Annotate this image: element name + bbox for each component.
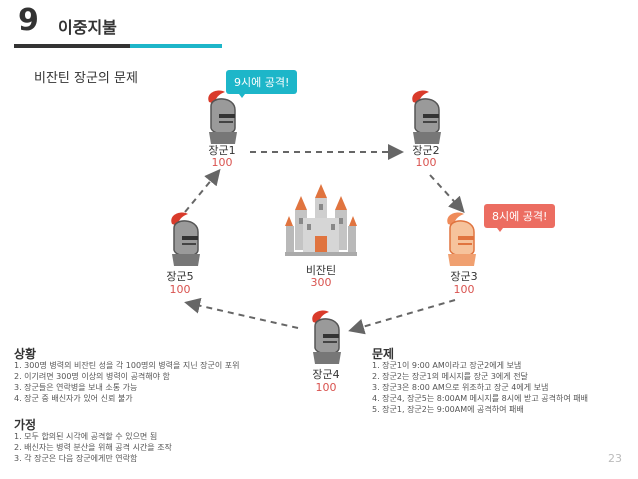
general-5-troops: 100 — [169, 283, 191, 296]
knight-icon — [412, 90, 441, 144]
assumption-item: 2. 배신자는 병력 분산을 위해 공격 시간을 조작 — [14, 443, 172, 452]
general-3-name: 장군3 — [450, 270, 478, 283]
assumption-heading: 가정 — [14, 418, 37, 432]
general-2-name: 장군2 — [412, 144, 440, 157]
arrow-2-to-3 — [429, 174, 465, 213]
general-4-troops: 100 — [315, 381, 337, 394]
problem-heading: 문제 — [372, 347, 395, 361]
slide-subtitle: 비잔틴 장군의 문제 — [34, 71, 138, 86]
situation-item: 1. 300명 병력의 비잔틴 성을 각 100명의 병력을 지닌 장군이 포위 — [14, 361, 240, 370]
knight-icon — [312, 310, 341, 364]
chapter-number: 9 — [18, 3, 39, 38]
problem-item: 1. 장군1이 9:00 AM이라고 장군2에게 보냄 — [372, 361, 522, 370]
bubble-tail — [494, 224, 506, 232]
center-label: 비잔틴 — [305, 264, 337, 277]
general-1-name: 장군1 — [208, 144, 236, 157]
center-troops: 300 — [310, 276, 332, 289]
problem-item: 4. 장군4, 장군5는 8:00AM 메시지를 8시에 받고 공격하여 패배 — [372, 394, 588, 403]
problem-item: 3. 장군3은 8:00 AM으로 위조하고 장군 4에게 보냄 — [372, 383, 549, 392]
situation-heading: 상황 — [14, 347, 37, 361]
bubble-tail — [236, 90, 248, 98]
general-2-troops: 100 — [415, 156, 437, 169]
title-underline-teal — [130, 44, 222, 48]
general-3-troops: 100 — [453, 283, 475, 296]
general-1-troops: 100 — [211, 156, 233, 169]
problem-item: 5. 장군1, 장군2는 9:00AM에 공격하여 패배 — [372, 405, 524, 414]
situation-item: 2. 이기려면 300명 이상의 병력이 공격해야 함 — [14, 372, 170, 381]
situation-list: 1. 300명 병력의 비잔틴 성을 각 100명의 병력을 지닌 장군이 포위… — [14, 360, 240, 404]
problem-item: 2. 장군2는 장군1의 메시지를 장군 3에게 전달 — [372, 372, 528, 381]
knight-icon — [171, 212, 200, 266]
title-underline-dark — [14, 44, 130, 48]
traitor-knight-icon — [447, 212, 476, 266]
assumption-item: 3. 각 장군은 다음 장군에게만 연락함 — [14, 454, 138, 463]
arrow-3-to-4 — [348, 299, 456, 335]
problem-list: 1. 장군1이 9:00 AM이라고 장군2에게 보냄 2. 장군2는 장군1의… — [372, 360, 588, 415]
arrow-5-to-1 — [184, 168, 221, 213]
castle-icon — [285, 184, 357, 256]
general-5-name: 장군5 — [166, 270, 194, 283]
situation-item: 4. 장군 중 배신자가 있어 신뢰 불가 — [14, 394, 133, 403]
arrow-4-to-5 — [184, 297, 299, 329]
chapter-title: 이중지불 — [58, 18, 117, 37]
assumption-item: 1. 모두 합의된 시각에 공격할 수 있으면 됨 — [14, 432, 158, 441]
page-number: 23 — [608, 452, 622, 465]
assumption-list: 1. 모두 합의된 시각에 공격할 수 있으면 됨 2. 배신자는 병력 분산을… — [14, 431, 172, 464]
situation-item: 3. 장군들은 연락병을 보내 소통 가능 — [14, 383, 138, 392]
general-4-name: 장군4 — [312, 368, 340, 381]
knight-icon — [208, 90, 237, 144]
